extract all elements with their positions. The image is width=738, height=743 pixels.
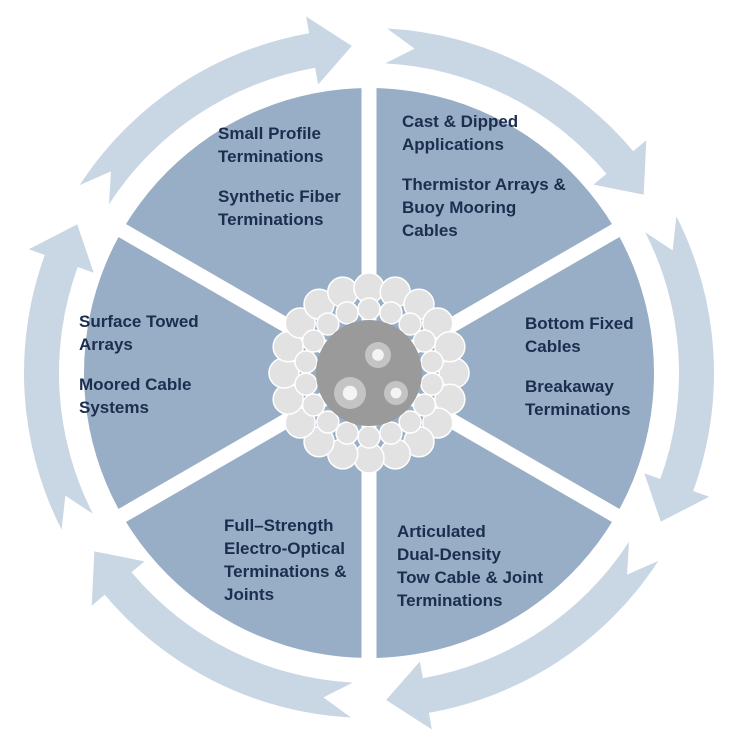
label-line: Tow Cable & Joint [397,568,544,587]
label-line: Terminations [218,147,324,166]
cable-strand [335,421,359,445]
label-spacer [402,156,566,173]
label-line: Systems [79,398,149,417]
label-spacer [218,168,341,185]
cable-strand [301,393,326,417]
cable-strand [379,301,403,325]
label-line: Synthetic Fiber [218,187,341,206]
label-line: Arrays [79,335,133,354]
label-line: Terminations [525,400,631,419]
cable-strand [316,410,340,434]
cable-strand [357,425,381,449]
label-line: Cables [402,221,458,240]
cycle-arrow [79,16,352,205]
label-line: Articulated [397,522,486,541]
label-line: Joints [224,585,275,604]
label-line: Small Profile [218,124,321,143]
label-spacer [525,358,634,375]
cable-strand [379,421,403,445]
cycle-arrow [23,224,94,530]
cycle-arrow [386,541,659,730]
label-spacer [79,356,199,373]
label-line: Cast & Dipped [402,112,519,131]
cable-strand [301,329,326,353]
label-line: Cables [525,337,581,356]
label-line: Surface Towed [79,312,199,331]
label-line: Terminations [397,591,503,610]
optical-fiber-core [342,385,358,401]
cable-strand [398,410,422,434]
cable-strand [357,297,381,321]
label-line: Buoy Mooring [402,198,517,217]
label-line: Bottom Fixed [525,314,634,333]
cable-strand [422,407,454,439]
cable-strand [294,350,318,374]
cable-strand [398,312,422,336]
label-line: Thermistor Arrays & [402,175,566,194]
cable-strand [412,393,437,417]
label-line: Full–Strength [224,516,334,535]
label-line: Terminations [218,210,324,229]
cable-strand [284,307,316,339]
cable-strand [335,301,359,325]
cable-core [316,320,422,426]
label-line: Terminations & [224,562,347,581]
cycle-arrow [644,216,715,522]
cable-strand [434,330,466,363]
cycle-arrow [385,28,647,195]
label-line: Breakaway [525,377,614,396]
cable-strand [412,329,437,353]
optical-fiber-core [372,349,384,361]
arrow-ring [23,16,715,730]
cable-strand [420,350,444,374]
label-line: Dual-Density [397,545,501,564]
cable-strand [420,372,444,396]
cable-strand [316,312,340,336]
optical-fiber-core [390,387,402,399]
cable-strand [294,372,318,396]
cable-cross-section-icon [268,272,470,474]
label-line: Electro-Optical [224,539,345,558]
label-line: Applications [402,135,505,154]
cycle-arrow [91,551,353,718]
label-line: Moored Cable [79,375,192,394]
